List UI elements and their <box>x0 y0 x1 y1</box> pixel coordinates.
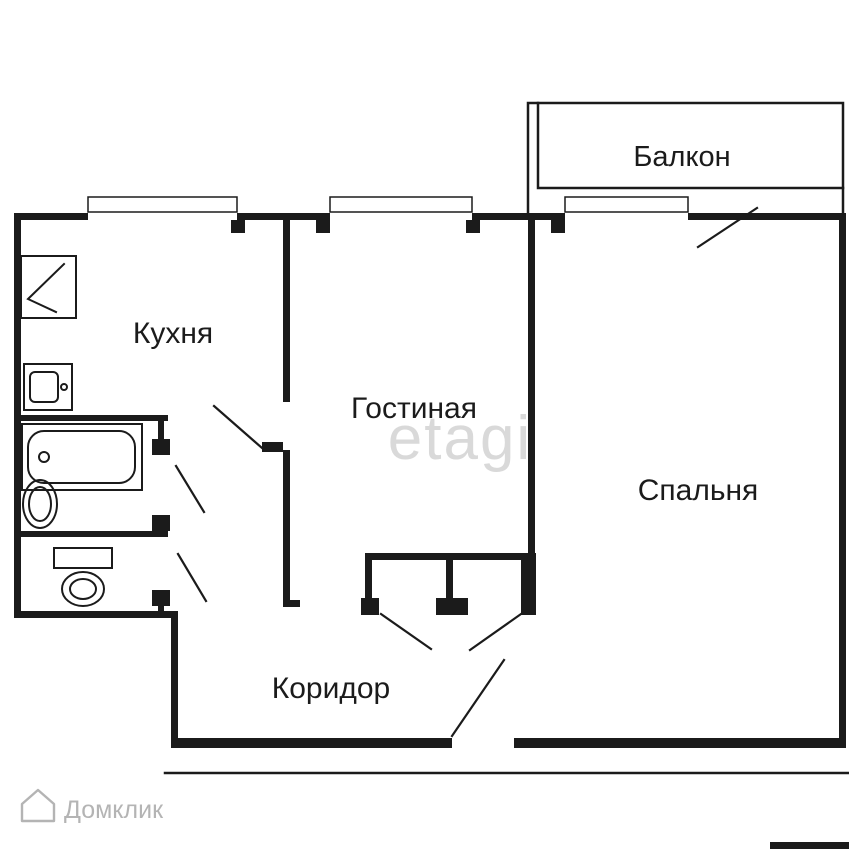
door-swing <box>468 612 523 652</box>
toilet-icon <box>53 547 113 607</box>
door-swing <box>450 658 506 738</box>
watermark-text: etagi <box>388 404 532 473</box>
window <box>564 196 689 213</box>
window <box>87 196 238 213</box>
stove-icon <box>20 255 77 319</box>
room-label-living-room: Гостиная <box>351 392 477 425</box>
fixtures <box>20 255 143 607</box>
room-label-balcony: Балкон <box>633 141 730 173</box>
interior-walls <box>14 220 849 849</box>
door-swing <box>174 464 206 514</box>
doors <box>174 206 759 738</box>
windows <box>87 196 689 213</box>
washbasin-icon <box>22 479 58 529</box>
house-icon <box>20 788 56 823</box>
room-label-kitchen: Кухня <box>133 317 213 350</box>
sink-icon <box>23 363 73 411</box>
bathtub-icon <box>21 423 143 491</box>
balcony-outline <box>526 101 845 215</box>
door-swing <box>176 552 208 603</box>
door-swing <box>212 404 264 450</box>
room-label-bedroom: Спальня <box>638 474 759 507</box>
door-swing <box>696 206 759 249</box>
door-swing <box>379 612 433 651</box>
room-label-corridor: Коридор <box>272 672 390 705</box>
window <box>329 196 473 213</box>
room-labels: Балкон Кухня Гостиная Спальня Коридор <box>133 141 758 705</box>
brand-logo-text: Домклик <box>64 796 164 824</box>
brand-logo: Домклик <box>20 788 164 824</box>
